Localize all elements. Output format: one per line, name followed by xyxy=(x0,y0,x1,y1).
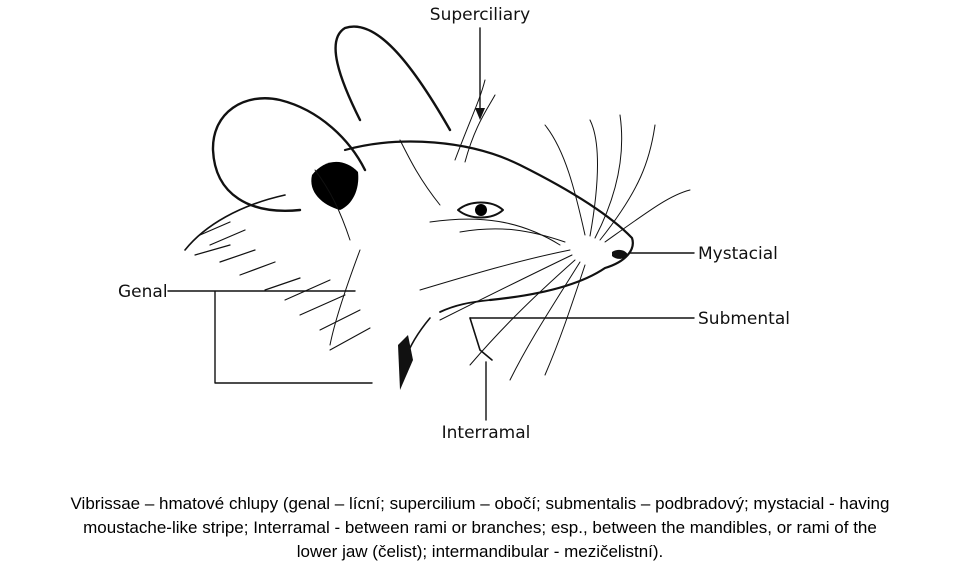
eye-icon xyxy=(475,204,487,216)
ear-canal-shadow xyxy=(311,161,359,210)
pointer-genal xyxy=(167,290,373,384)
label-superciliary: Superciliary xyxy=(430,5,530,25)
label-genal: Genal xyxy=(118,282,168,302)
label-interramal: Interramal xyxy=(442,423,531,443)
caption-line-2: moustache-like stripe; Interramal - betw… xyxy=(83,518,877,537)
mouse-head-illustration xyxy=(184,25,691,390)
arrowhead-superciliary xyxy=(475,108,485,120)
label-submental: Submental xyxy=(698,309,790,329)
label-mystacial: Mystacial xyxy=(698,244,778,264)
caption-line-1: Vibrissae – hmatové chlupy (genal – lícn… xyxy=(70,494,890,513)
caption: Vibrissae – hmatové chlupy (genal – lícn… xyxy=(0,492,960,564)
caption-line-3: lower jaw (čelist); intermandibular - me… xyxy=(296,542,664,561)
mouse-vibrissae-diagram: Superciliary Mystacial Submental Genal I… xyxy=(118,5,790,443)
